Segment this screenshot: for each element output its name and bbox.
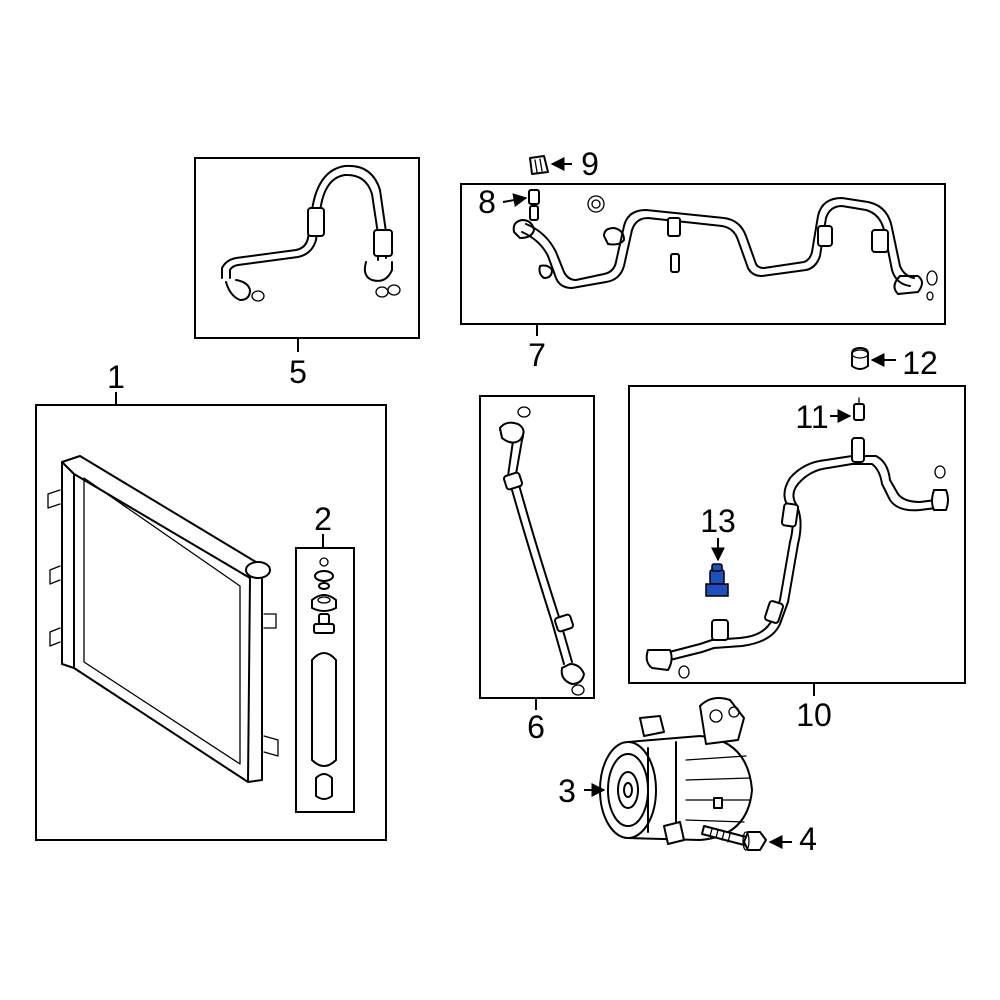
callout-4: 4 bbox=[799, 821, 817, 857]
callout-2: 2 bbox=[314, 501, 332, 537]
part-group-1-condenser[interactable] bbox=[35, 404, 387, 841]
part-group-10-line[interactable] bbox=[628, 385, 966, 684]
part-group-7-line[interactable] bbox=[460, 183, 946, 325]
callout-9: 9 bbox=[581, 146, 599, 182]
part-8-fitting[interactable] bbox=[528, 189, 540, 205]
box-7 bbox=[460, 183, 946, 325]
part-13-valve-highlighted[interactable] bbox=[705, 563, 729, 597]
callout-13: 13 bbox=[700, 503, 736, 539]
callout-11: 11 bbox=[795, 399, 828, 435]
callout-3: 3 bbox=[558, 773, 576, 809]
callout-7: 7 bbox=[528, 337, 546, 373]
box-1 bbox=[35, 404, 387, 841]
callout-8: 8 bbox=[478, 184, 496, 220]
part-9-cap[interactable] bbox=[529, 155, 549, 175]
callout-12: 12 bbox=[902, 345, 938, 381]
part-11-valve[interactable] bbox=[853, 397, 865, 421]
callout-6: 6 bbox=[527, 709, 545, 745]
callout-1: 1 bbox=[107, 359, 125, 395]
part-group-5-hose[interactable] bbox=[194, 157, 420, 339]
part-group-2-drier[interactable] bbox=[295, 547, 355, 813]
callout-5: 5 bbox=[289, 354, 307, 390]
part-3-compressor[interactable] bbox=[599, 697, 753, 845]
part-group-6-hose[interactable] bbox=[479, 395, 595, 699]
box-10 bbox=[628, 385, 966, 684]
part-12-cap[interactable] bbox=[851, 347, 869, 370]
box-5 bbox=[194, 157, 420, 339]
callout-10: 10 bbox=[796, 697, 832, 733]
part-4-bolt[interactable] bbox=[701, 825, 767, 851]
box-2 bbox=[295, 547, 355, 813]
